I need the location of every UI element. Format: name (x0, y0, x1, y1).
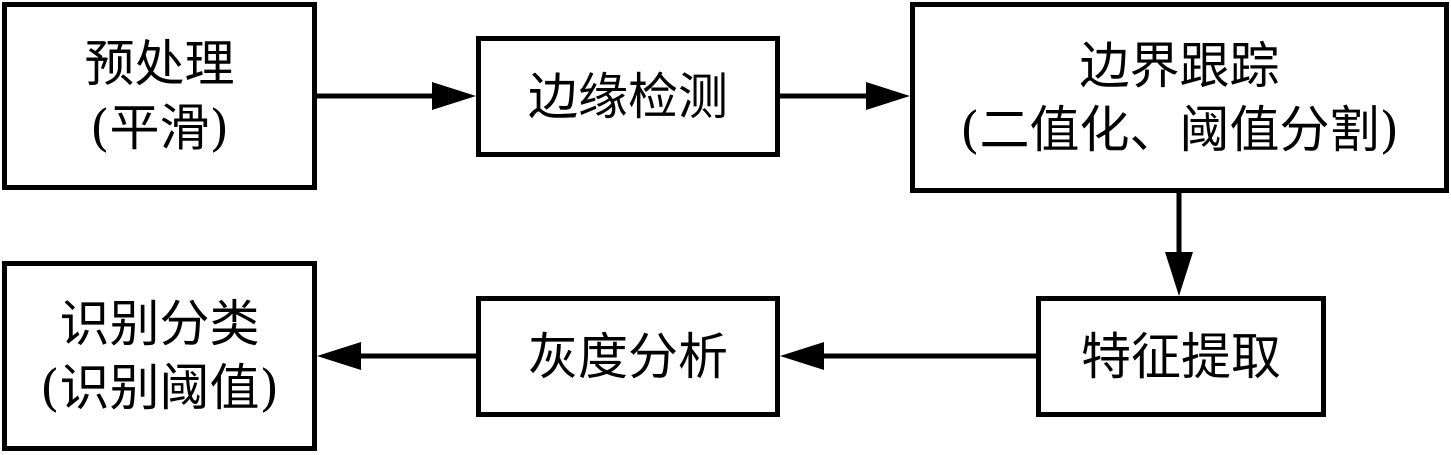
feature-extraction-box: 特征提取 (1036, 296, 1326, 417)
recognition-title: 识别分类 (59, 295, 260, 353)
edge-detection-box: 边缘检测 (476, 36, 780, 157)
arrowhead-feature-extraction (1165, 252, 1193, 296)
arrowhead-gray-analysis (780, 342, 824, 370)
recognition-subtitle: (识别阈值) (39, 359, 279, 417)
preprocess-subtitle: (平滑) (89, 99, 229, 157)
arrowhead-recognition (317, 342, 361, 370)
recognition-box: 识别分类 (识别阈值) (2, 261, 317, 451)
gray-analysis-title: 灰度分析 (528, 327, 728, 386)
boundary-tracking-box: 边界跟踪 (二值化、阈值分割) (910, 2, 1449, 193)
arrowhead-boundary-tracking (866, 82, 910, 110)
edge-detection-title: 边缘检测 (528, 67, 728, 126)
preprocess-title: 预处理 (84, 35, 235, 93)
boundary-tracking-title: 边界跟踪 (1079, 36, 1280, 95)
gray-analysis-box: 灰度分析 (476, 296, 780, 417)
preprocess-box: 预处理 (平滑) (2, 2, 317, 190)
arrowhead-edge-detection (432, 82, 476, 110)
boundary-tracking-subtitle: (二值化、阈值分割) (959, 100, 1399, 159)
feature-extraction-title: 特征提取 (1081, 327, 1281, 386)
